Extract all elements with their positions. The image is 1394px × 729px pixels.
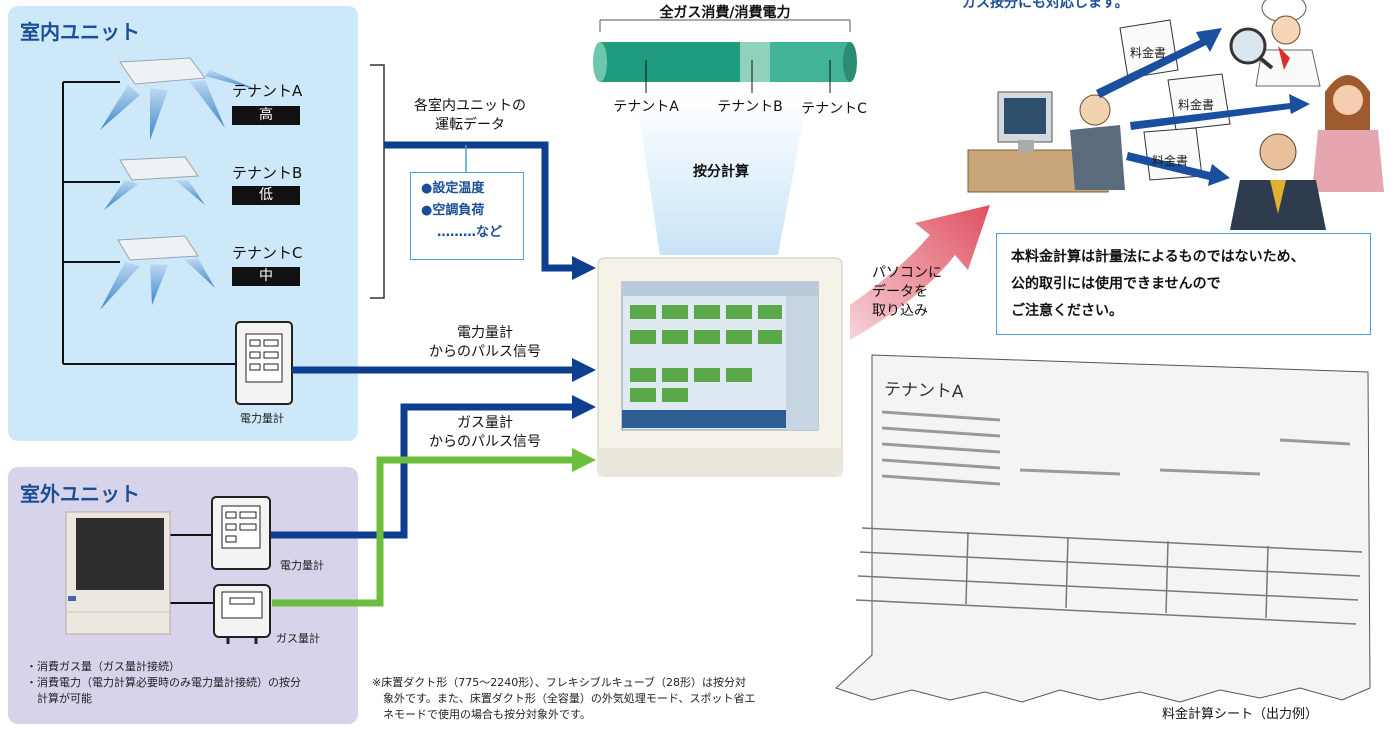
calc-funnel <box>636 95 808 255</box>
tenant-a-level: 高 <box>232 106 300 125</box>
disclaimer-line-2: 公的取引には使用できませんので <box>1011 276 1221 292</box>
central-controller-icon <box>597 257 843 477</box>
woman-person-icon <box>1312 75 1384 192</box>
cassette-unit-b <box>104 156 205 210</box>
setting-load: ●空調負荷 <box>421 203 485 218</box>
indoor-power-meter-icon <box>235 321 293 405</box>
outdoor-note-3: 計算が可能 <box>26 692 92 705</box>
bar-tenant-c: テナントC <box>801 101 867 117</box>
pc-import-1: パソコンに <box>872 265 942 281</box>
outdoor-wiring <box>170 534 214 604</box>
outdoor-note-1: ・消費ガス量（ガス量計接続） <box>26 660 180 673</box>
outdoor-power-meter-label: 電力量計 <box>280 559 324 572</box>
disclaimer-line-1: 本料金計算は計量法によるものではないため、 <box>1011 249 1305 265</box>
tenant-a-label: テナントA <box>232 82 303 100</box>
tenant-c-level: 中 <box>232 267 300 286</box>
setting-etc: ………など <box>437 225 503 240</box>
indoor-panel-title: 室内ユニット <box>20 20 140 44</box>
gas-pulse-label-1: ガス量計 <box>457 415 513 431</box>
output-sheet <box>835 354 1371 703</box>
footnote-2: 象外です。また、床置ダクト形（全容量）の外気処理モード、スポット省エ <box>372 692 756 705</box>
cassette-unit-a <box>100 57 258 140</box>
outdoor-note-2: ・消費電力（電力計算必要時のみ電力量計接続）の按分 <box>26 676 301 689</box>
indoor-data-label-2: 運転データ <box>435 117 505 133</box>
tenant-b-level: 低 <box>232 186 300 205</box>
gas-meter-icon <box>213 584 271 644</box>
calc-label: 按分計算 <box>693 164 749 180</box>
setting-temp: ●設定温度 <box>421 181 485 196</box>
bar-tenant-b: テナントB <box>717 99 783 115</box>
disclaimer-line-3: ご注意ください。 <box>1011 303 1123 319</box>
indoor-meter-label: 電力量計 <box>240 412 284 425</box>
chef-person-icon <box>1255 0 1321 87</box>
pc-import-2: データを <box>872 284 928 300</box>
sheet-caption: 料金計算シート（出力例） <box>1161 707 1318 722</box>
tenant-c-label: テナントC <box>232 244 303 262</box>
gas-meter-label: ガス量計 <box>276 632 320 645</box>
cassette-unit-c <box>100 235 215 310</box>
sheet-tenant-title: テナントA <box>883 379 964 403</box>
invoice-label-3: 料金書 <box>1152 154 1189 168</box>
power-pulse-label-1: 電力量計 <box>457 325 513 341</box>
gas-pulse-label-2: からのパルス信号 <box>429 434 541 450</box>
man-person-icon <box>1230 133 1326 230</box>
power-pulse-label-2: からのパルス信号 <box>429 344 541 360</box>
footnote-1: ※床置ダクト形（775〜2240形）、フレキシブルキューブ（28形）は按分対 <box>372 676 747 689</box>
indoor-wiring <box>62 81 238 365</box>
settings-box: ●設定温度 ●空調負荷 ………など <box>410 172 524 260</box>
indoor-data-arrow <box>384 141 578 272</box>
invoice-label-1: 料金書 <box>1130 46 1167 60</box>
bar-tenant-a: テナントA <box>613 99 679 115</box>
indoor-data-bracket <box>370 64 385 299</box>
top-banner: ガス按分にも対応します。 <box>962 0 1129 11</box>
bar-title: 全ガス消費/消費電力 <box>659 5 791 21</box>
magnifier-icon <box>1229 27 1274 70</box>
outdoor-power-meter-icon <box>211 496 271 570</box>
outdoor-unit-icon <box>65 511 171 635</box>
indoor-data-label-1: 各室内ユニットの <box>414 98 526 114</box>
footnote-3: ネモードで使用の場合も按分対象外です。 <box>372 708 591 721</box>
consumption-bar <box>593 42 857 93</box>
pc-import-arrow <box>850 205 990 340</box>
pc-import-3: 取り込み <box>872 303 928 319</box>
invoice-arrows <box>1096 28 1310 186</box>
outdoor-panel-title: 室外ユニット <box>20 482 140 506</box>
disclaimer-box: 本料金計算は計量法によるものではないため、 公的取引には使用できませんので ご注… <box>996 233 1371 335</box>
invoice-label-2: 料金書 <box>1178 98 1215 112</box>
tenant-b-label: テナントB <box>232 164 303 182</box>
office-scene <box>967 91 1125 193</box>
